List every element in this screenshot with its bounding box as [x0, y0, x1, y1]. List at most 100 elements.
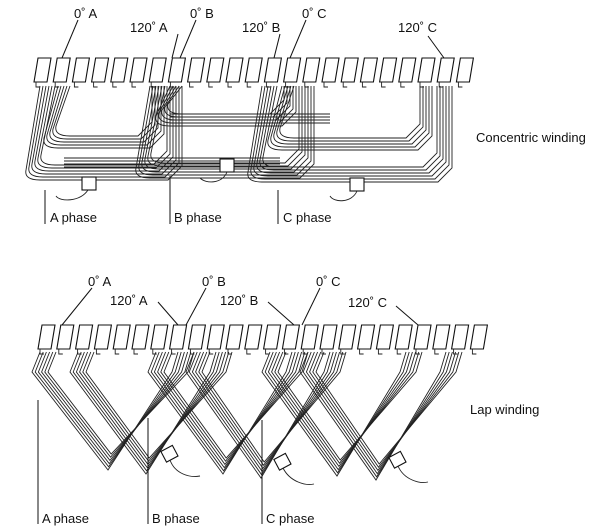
lap-coil-wire: [201, 351, 347, 463]
slot-hook: [208, 82, 213, 88]
concentric-label-0-b: 0˚ B: [190, 6, 214, 21]
concentric-coil-wire: [262, 85, 438, 168]
slot-hook: [321, 349, 326, 355]
stator-slot: [110, 57, 129, 83]
stator-slot: [56, 324, 75, 350]
stator-slot: [375, 324, 395, 350]
lap-coil-wire: [157, 351, 303, 466]
stator-slot: [168, 324, 188, 350]
lap-coil-wire: [185, 351, 331, 479]
stator-slot: [244, 57, 263, 83]
slot-hook: [342, 82, 348, 88]
concentric-phase-leads: [44, 176, 279, 224]
lap-label-0-a: 0˚ A: [88, 274, 111, 289]
concentric-label-120-b: 120˚ B: [242, 20, 280, 35]
lap-coil-wire: [271, 351, 417, 468]
lap-coil-wire: [41, 351, 189, 462]
slot-hook: [400, 82, 405, 88]
stator-slot: [74, 324, 94, 350]
concentric-connectors: [55, 158, 365, 202]
lap-coil-wire: [163, 351, 309, 459]
stator-slot: [263, 57, 283, 83]
lap-coil-wire: [160, 351, 306, 462]
slot-hook: [377, 349, 383, 355]
slot-hook: [340, 349, 345, 355]
slot-hook: [438, 82, 444, 88]
slot-hook: [73, 82, 79, 88]
lap-coil-wire: [315, 351, 463, 465]
stator-slot: [359, 57, 379, 83]
stator-slot: [90, 57, 110, 83]
stator-slot: [33, 57, 52, 83]
stator-slot: [167, 57, 187, 83]
concentric-coil-wire: [40, 85, 168, 166]
concentric-coil-wires: [25, 85, 453, 183]
stator-slot: [281, 324, 301, 350]
concentric-phase-label-a: A phase: [50, 210, 97, 225]
lap-coil-wire: [85, 351, 233, 459]
lap-phase-label-c: C phase: [266, 511, 314, 526]
slot-hook: [95, 349, 101, 355]
lap-phase-label-a: A phase: [42, 511, 89, 526]
connector-box: [160, 444, 179, 463]
slot-hook: [189, 82, 194, 88]
concentric-coil-wire: [273, 85, 427, 145]
slot-hook: [381, 82, 386, 88]
concentric-slot-row: [33, 57, 475, 88]
concentric-coil-wire: [276, 85, 424, 142]
lap-label-0-c: 0˚ C: [316, 274, 341, 289]
concentric-label-120-a: 120˚ A: [130, 20, 168, 35]
lap-coil-wire: [82, 351, 230, 462]
stator-slot: [244, 324, 263, 350]
stator-slot: [206, 324, 225, 350]
lap-phase-label-b: B phase: [152, 511, 200, 526]
lap-coil-wire: [75, 351, 223, 469]
stator-slot: [338, 324, 357, 350]
slot-hook: [265, 82, 271, 88]
stator-slot: [356, 324, 376, 350]
lap-coil-wire: [150, 351, 296, 472]
lap-label-120-b: 120˚ B: [220, 293, 258, 308]
stator-slot: [378, 57, 398, 83]
concentric-coil-wire: [250, 85, 450, 180]
lap-coil-wires: [31, 351, 463, 481]
slot-hook: [152, 349, 157, 355]
concentric-coil-wire: [25, 85, 183, 181]
slot-hook: [323, 82, 328, 88]
stator-slot: [148, 57, 167, 83]
concentric-coil-wire: [55, 85, 153, 137]
slot-hook: [39, 349, 44, 355]
lap-coil-wire: [274, 351, 420, 464]
slot-hook: [457, 82, 463, 88]
concentric-coil-wire: [31, 85, 177, 175]
lap-label-120-a: 120˚ A: [110, 293, 148, 308]
concentric-label-0-a: 0˚ A: [74, 6, 97, 21]
slot-hook: [93, 82, 98, 88]
concentric-coil-wire: [147, 85, 303, 167]
slot-hook: [227, 82, 232, 88]
slot-hook: [114, 349, 120, 355]
connector-box: [81, 176, 97, 191]
lap-coil-wire: [37, 351, 185, 465]
slot-hook: [131, 82, 136, 88]
concentric-coil-wire: [253, 85, 447, 177]
concentric-coil-wire: [49, 85, 159, 143]
lap-coil-wire: [302, 351, 450, 478]
lap-coil-wire: [277, 351, 423, 461]
connector-box: [273, 452, 292, 471]
stator-slot: [129, 57, 148, 83]
slot-hook: [54, 82, 60, 88]
lap-connectors: [160, 444, 429, 485]
stator-slot: [52, 57, 71, 83]
slot-hook: [58, 349, 63, 355]
slot-hook: [453, 349, 458, 355]
stator-slot: [450, 324, 470, 350]
slot-hook: [283, 349, 289, 355]
slot-hook: [171, 349, 176, 355]
slot-hook: [471, 349, 477, 355]
stator-slot: [225, 57, 244, 83]
slot-hook: [112, 82, 117, 88]
slot-hook: [361, 82, 367, 88]
lap-winding-diagram: 0˚ A 120˚ A 0˚ B 120˚ B 0˚ C 120˚ C A ph…: [31, 274, 539, 526]
lap-coil-wire: [261, 351, 407, 477]
